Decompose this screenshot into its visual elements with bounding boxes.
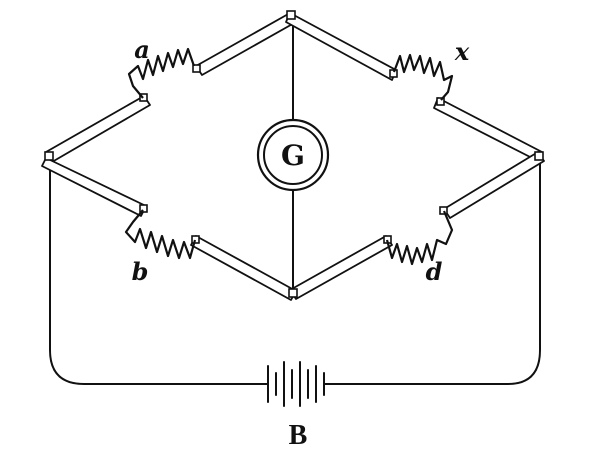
battery-label: B bbox=[289, 420, 308, 451]
resistor-label-d: d bbox=[426, 257, 443, 286]
resistor-label-x: x bbox=[454, 37, 470, 66]
strip-right-lower bbox=[443, 151, 545, 219]
strip-right-upper bbox=[433, 97, 543, 162]
resistor-a bbox=[127, 47, 196, 99]
strip-bottom-right bbox=[289, 235, 393, 300]
strip-left-lower bbox=[41, 157, 147, 217]
battery bbox=[267, 361, 325, 407]
strip-top-right bbox=[285, 12, 397, 81]
resistor-x bbox=[392, 53, 454, 101]
bridge-strips bbox=[41, 12, 545, 301]
galvanometer-label: G bbox=[281, 139, 305, 172]
strip-bottom-left bbox=[190, 235, 297, 301]
resistor-label-a: a bbox=[134, 35, 150, 64]
galvanometer: G bbox=[256, 118, 330, 192]
terminals bbox=[44, 10, 544, 298]
strip-top-left bbox=[195, 12, 297, 76]
resistor-b bbox=[124, 209, 197, 260]
strip-left-upper bbox=[45, 95, 151, 163]
battery-loop-wire bbox=[49, 159, 541, 385]
resistor-label-b: b bbox=[132, 257, 149, 286]
resistor-d bbox=[385, 210, 454, 266]
